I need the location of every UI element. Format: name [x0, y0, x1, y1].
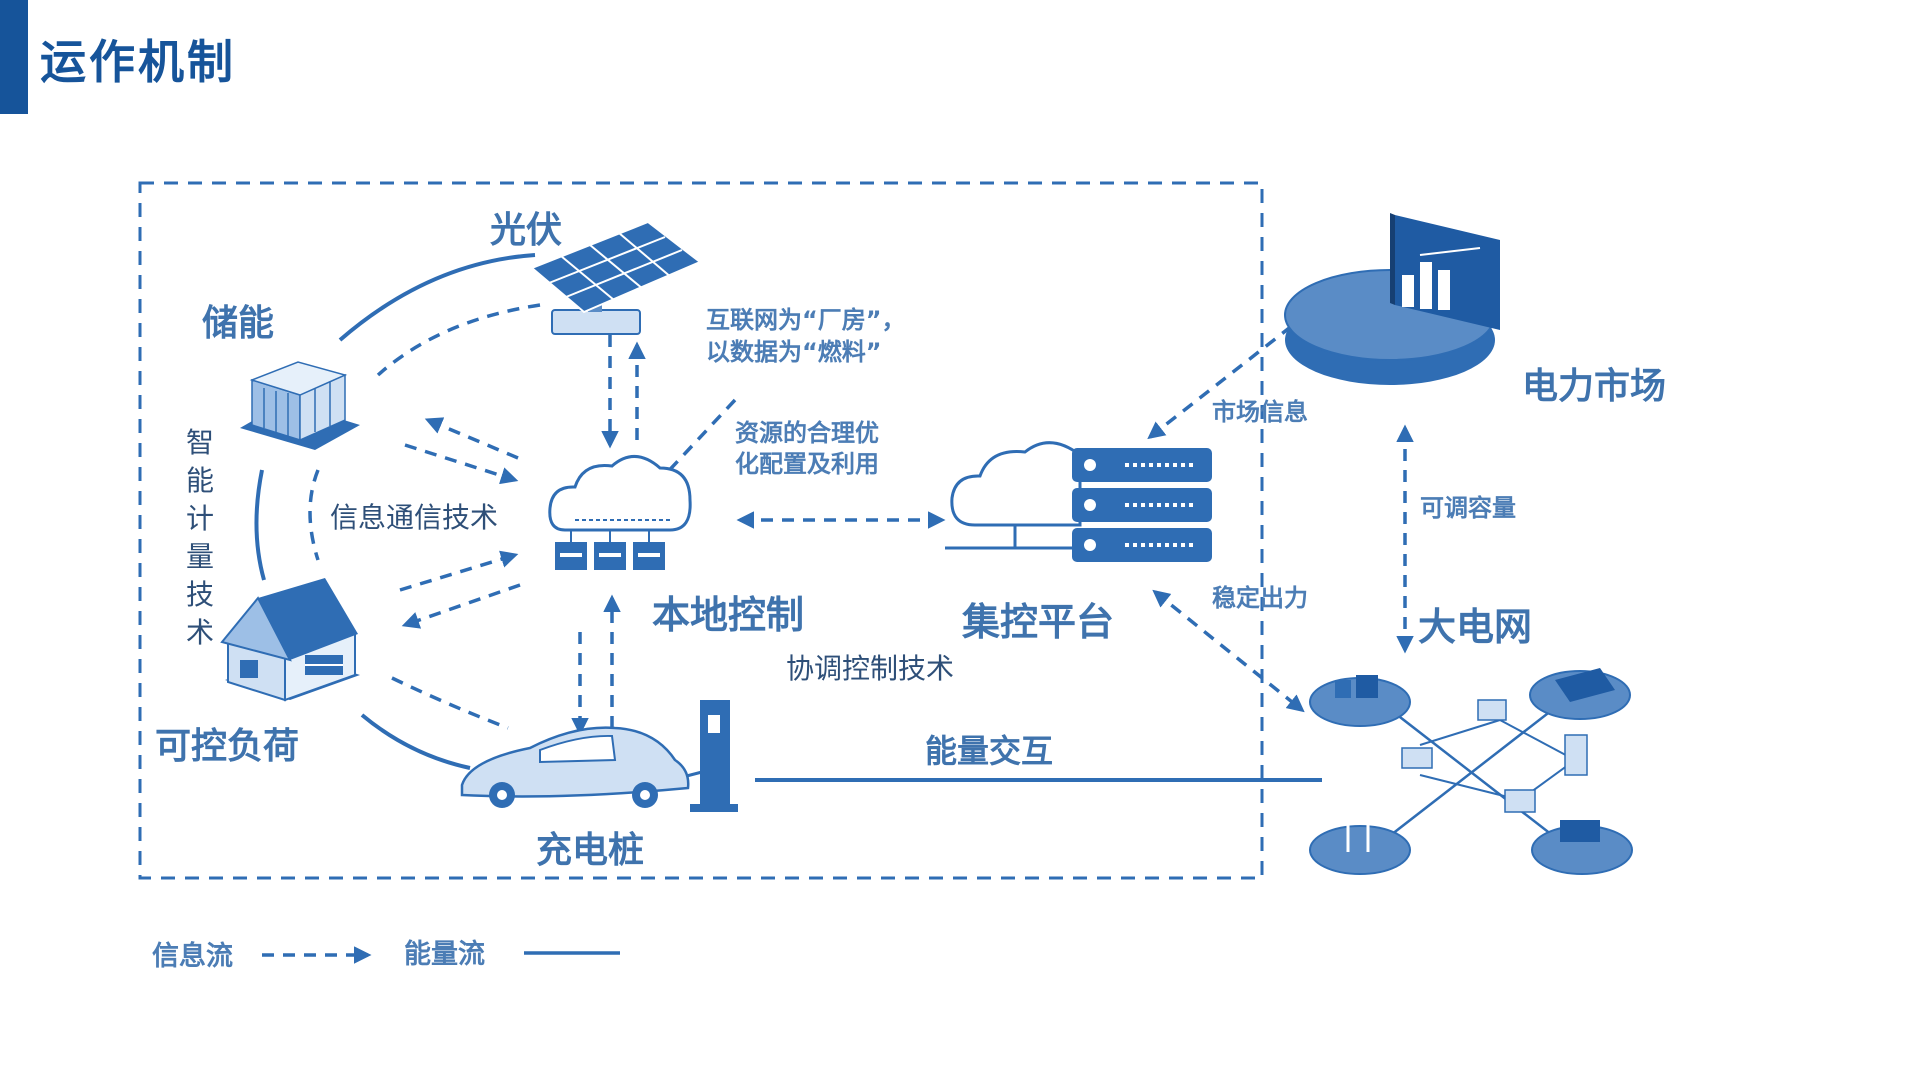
annotation-internet-factory-1: 互联网为“厂房”， [706, 306, 906, 334]
annotation-smart-metering-1: 能 [186, 464, 214, 497]
info-arrow-local-to-storage [424, 417, 519, 460]
annotation-energy-interaction: 能量交互 [925, 732, 1053, 770]
annotation-internet-factory-2: 以数据为“燃料” [706, 338, 882, 366]
label-main-grid: 大电网 [1418, 605, 1532, 649]
info-arrow-stable-output [1152, 589, 1305, 713]
annotation-smart-metering-2: 计 [186, 502, 214, 535]
label-charging-pile: 充电桩 [536, 830, 644, 871]
info-line-pv-storage [376, 303, 541, 377]
info-arrow-storage-to-local [404, 443, 519, 485]
central-platform-server-icon [945, 441, 1212, 562]
info-line-smart-meter [308, 469, 320, 561]
annotation-adjustable-capacity: 可调容量 [1420, 494, 1516, 522]
label-energy-storage: 储能 [202, 303, 274, 344]
info-arrow-market-info [1147, 315, 1305, 440]
legend-energy-flow-label: 能量流 [404, 938, 485, 970]
solar-panel-icon [530, 220, 702, 335]
info-arrow-local-to-load [401, 583, 521, 629]
annotation-smart-metering-4: 技 [186, 578, 214, 611]
label-power-market: 电力市场 [1522, 366, 1666, 407]
energy-line-load-car [360, 713, 471, 770]
label-photovoltaic: 光伏 [490, 210, 562, 251]
label-local-control: 本地控制 [652, 593, 804, 637]
legend: 信息流 能量流 [152, 938, 620, 972]
annotation-stable-output: 稳定出力 [1212, 584, 1308, 612]
title-accent-bar [0, 0, 28, 114]
label-controllable-load: 可控负荷 [155, 726, 299, 767]
annotation-resource-1: 资源的合理优 [735, 419, 879, 447]
info-line-resource [660, 398, 737, 480]
annotation-market-info: 市场信息 [1212, 398, 1308, 426]
annotation-smart-metering-0: 智 [186, 426, 214, 459]
annotation-smart-metering-5: 术 [186, 616, 214, 649]
page-title: 运作机制 [40, 35, 236, 89]
info-line-load-car [391, 676, 509, 730]
energy-storage-icon [240, 361, 360, 450]
vpp-boundary [138, 181, 1264, 880]
annotation-coordinated-control-tech: 协调控制技术 [786, 652, 954, 685]
annotation-smart-metering-3: 量 [186, 540, 214, 573]
energy-line-storage-load [254, 469, 266, 581]
house-icon [220, 578, 360, 702]
label-central-platform: 集控平台 [961, 600, 1114, 644]
legend-info-flow-label: 信息流 [152, 940, 233, 972]
electric-car-icon [460, 726, 690, 808]
info-arrow-load-to-local [399, 550, 519, 592]
annotation-resource-2: 化配置及利用 [735, 450, 879, 478]
charging-pile-icon [690, 700, 738, 812]
power-market-icon [1284, 213, 1500, 385]
energy-line-storage-pv [338, 253, 536, 342]
main-grid-network-icon [1309, 668, 1633, 875]
annotation-info-comm-tech: 信息通信技术 [330, 501, 498, 534]
local-control-cloud-icon [548, 455, 692, 570]
